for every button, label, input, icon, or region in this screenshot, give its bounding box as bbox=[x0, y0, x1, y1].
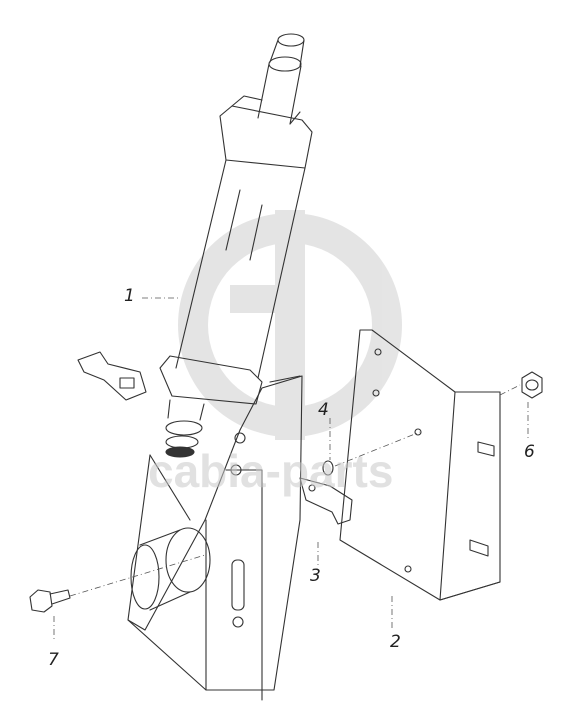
leader-lines bbox=[53, 297, 529, 640]
mounting-tab bbox=[77, 351, 147, 401]
part-label-6: 6 bbox=[524, 442, 535, 462]
part-label-3: 3 bbox=[310, 566, 321, 586]
part-label-4: 4 bbox=[318, 400, 329, 420]
part-label-1: 1 bbox=[124, 286, 135, 306]
washer bbox=[322, 460, 334, 476]
gd-logo-watermark bbox=[178, 210, 402, 440]
lower-frame bbox=[127, 375, 303, 701]
part-label-2: 2 bbox=[390, 632, 401, 652]
retaining-clip bbox=[299, 477, 353, 525]
mounting-plate bbox=[339, 329, 501, 601]
bolt bbox=[29, 589, 71, 613]
part-label-7: 7 bbox=[48, 650, 59, 670]
tilt-motor bbox=[130, 527, 211, 611]
steering-column bbox=[159, 33, 313, 458]
nut bbox=[521, 371, 543, 399]
